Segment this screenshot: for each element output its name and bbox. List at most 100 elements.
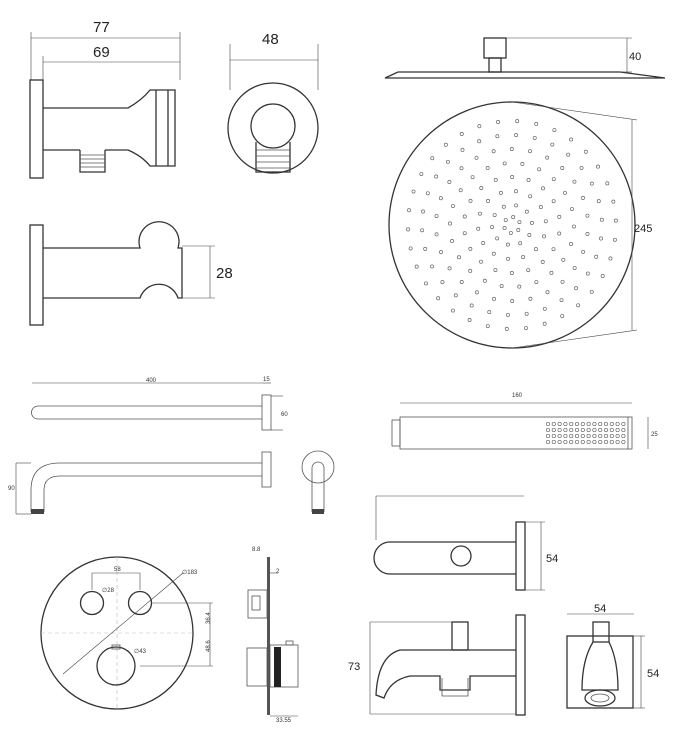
nozzle-hole (451, 204, 455, 209)
nozzle-hole (511, 215, 516, 220)
nozzle-hole (534, 247, 538, 252)
nozzle-hole (514, 203, 519, 208)
nozzle-hole (552, 128, 557, 132)
diverter-spout: 73 (348, 614, 526, 716)
nozzle-hole (557, 427, 562, 433)
nozzle-hole (517, 284, 522, 289)
nozzle-hole (569, 433, 574, 439)
nozzle-hole (621, 433, 626, 439)
nozzle-hole (598, 421, 603, 427)
dim-33-55: 33.55 (276, 718, 292, 724)
nozzle-hole (545, 421, 551, 427)
nozzle-hole (572, 179, 577, 184)
nozzle-hole (615, 439, 620, 445)
dim-40: 40 (629, 51, 641, 63)
nozzle-hole (615, 427, 620, 433)
nozzle-hole (557, 439, 562, 445)
nozzle-hole (524, 326, 528, 331)
nozzle-hole (609, 439, 614, 445)
nozzle-hole (596, 164, 600, 169)
nozzle-hole (580, 427, 585, 433)
nozzle-hole (414, 264, 419, 269)
nozzle-hole (491, 149, 496, 154)
nozzle-hole (450, 239, 455, 243)
nozzle-hole (545, 290, 550, 295)
dim-160: 160 (512, 393, 523, 399)
nozzle-hole (447, 180, 452, 184)
nozzle-hole (569, 137, 574, 142)
nozzle-hole (572, 224, 576, 229)
nozzle-hole (506, 256, 511, 261)
nozzle-hole (560, 279, 565, 284)
nozzle-hole (613, 218, 618, 223)
nozzle-hole (524, 209, 529, 214)
nozzle-hole (545, 427, 551, 433)
nozzle-hole (474, 290, 479, 295)
nozzle-hole (425, 191, 430, 196)
dim-245: 245 (634, 223, 652, 235)
dim-2: 2 (276, 569, 280, 575)
dim-28: 28 (216, 265, 233, 282)
nozzle-hole (517, 220, 522, 225)
nozzle-hole (585, 232, 590, 236)
nozzle-hole (589, 289, 594, 294)
shower-arm: 400 15 60 90 (8, 377, 335, 515)
nozzle-hole (496, 119, 500, 124)
nozzle-hole (477, 139, 482, 144)
nozzle-hole (576, 303, 581, 308)
nozzle-hole (599, 236, 603, 241)
nozzle-hole (508, 230, 513, 235)
nozzle-pattern (406, 119, 618, 331)
nozzle-hole (514, 133, 519, 138)
nozzle-hole (545, 439, 551, 445)
hand-shower-nozzles (545, 421, 626, 445)
rain-shower-head: 40 245 (384, 37, 666, 349)
nozzle-hole (580, 433, 585, 439)
nozzle-hole (537, 167, 542, 172)
nozzle-hole (474, 155, 479, 160)
nozzle-hole (538, 205, 543, 209)
nozzle-hole (557, 214, 562, 219)
nozzle-hole (468, 268, 473, 273)
nozzle-hole (589, 181, 594, 186)
nozzle-hole (448, 221, 452, 226)
nozzle-hole (561, 257, 566, 262)
nozzle-hole (462, 231, 467, 236)
dim-54-elbow-height: 54 (647, 668, 659, 680)
nozzle-hole (545, 433, 551, 439)
nozzle-hole (520, 161, 525, 166)
nozzle-hole (541, 186, 545, 191)
nozzle-hole (551, 247, 556, 252)
nozzle-hole (550, 142, 555, 147)
nozzle-hole (479, 186, 484, 191)
dim-43: ∅43 (134, 648, 147, 655)
dim-48: 48 (262, 31, 279, 48)
nozzle-hole (458, 188, 463, 193)
nozzle-hole (545, 155, 550, 160)
nozzle-hole (532, 135, 537, 140)
nozzle-hole (557, 433, 562, 439)
nozzle-hole (611, 199, 616, 204)
nozzle-hole (569, 241, 573, 246)
nozzle-hole (621, 439, 626, 445)
nozzle-hole (592, 439, 597, 445)
nozzle-hole (557, 231, 562, 236)
nozzle-hole (524, 311, 529, 316)
nozzle-hole (509, 271, 514, 275)
nozzle-hole (492, 296, 496, 301)
nozzle-hole (615, 421, 620, 427)
nozzle-hole (457, 255, 461, 260)
nozzle-hole (516, 228, 521, 232)
nozzle-hole (505, 242, 510, 247)
nozzle-hole (406, 227, 411, 232)
dim-36-4: 36.4 (206, 612, 212, 624)
nozzle-hole (476, 226, 481, 231)
nozzle-hole (408, 246, 413, 251)
nozzle-hole (594, 254, 599, 259)
dim-69: 69 (93, 44, 110, 61)
nozzle-hole (485, 324, 490, 329)
nozzle-hole (443, 142, 448, 147)
nozzle-hole (557, 421, 562, 427)
nozzle-hole (481, 241, 486, 245)
nozzle-hole (430, 264, 435, 269)
